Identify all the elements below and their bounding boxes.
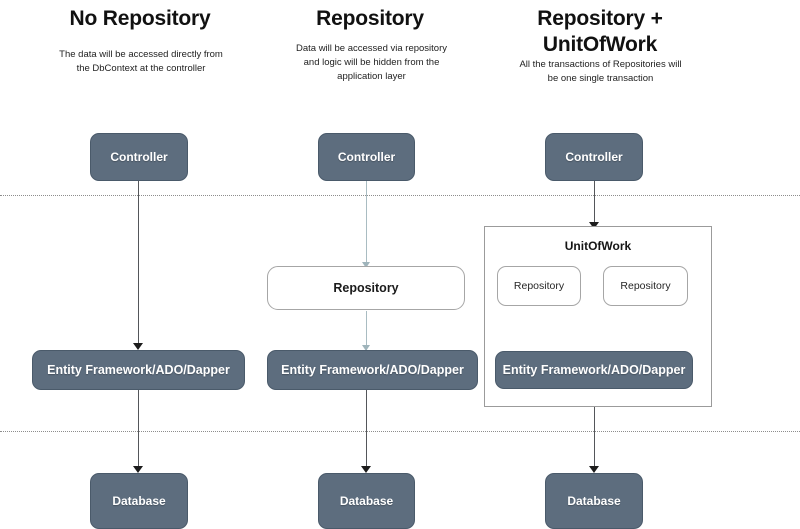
node-entity-framework-col1[interactable]: Entity Framework/ADO/Dapper — [32, 350, 245, 390]
arrowhead-controller-to-repository-col2 — [362, 262, 370, 268]
connector-controller-to-ef-col1 — [138, 180, 139, 344]
column-subtitle-no-repository: The data will be accessed directly from … — [59, 49, 223, 74]
node-database-col3[interactable]: Database — [545, 473, 643, 529]
arrowhead-ef-to-database-col2 — [361, 466, 371, 473]
arrowhead-controller-to-unitofwork-col3 — [589, 222, 599, 229]
arrowhead-controller-to-ef-col1 — [133, 343, 143, 350]
column-title-repository: Repository — [316, 7, 424, 30]
node-repository-1-col3[interactable]: Repository — [497, 266, 581, 306]
connector-repository-to-ef-col2 — [366, 311, 367, 352]
connector-ef-to-database-col2 — [366, 390, 367, 467]
column-title-no-repository: No Repository — [69, 7, 211, 30]
group-unitofwork-title: UnitOfWork — [564, 239, 632, 253]
connector-controller-to-unitofwork-col3 — [594, 180, 595, 226]
node-controller-col2[interactable]: Controller — [318, 133, 415, 181]
node-database-col2[interactable]: Database — [318, 473, 415, 529]
layer-divider-presentation — [0, 195, 800, 196]
arrowhead-repository-to-ef-col2 — [362, 345, 370, 351]
connector-unitofwork-to-database-col3 — [594, 406, 595, 467]
node-database-col1[interactable]: Database — [90, 473, 188, 529]
node-entity-framework-col2[interactable]: Entity Framework/ADO/Dapper — [267, 350, 478, 390]
column-subtitle-repository-unitofwork: All the transactions of Repositories wil… — [519, 59, 682, 84]
arrowhead-unitofwork-to-database-col3 — [589, 466, 599, 473]
layer-divider-data — [0, 431, 800, 432]
arrowhead-ef-to-database-col1 — [133, 466, 143, 473]
node-repository-col2[interactable]: Repository — [267, 266, 465, 310]
node-controller-col1[interactable]: Controller — [90, 133, 188, 181]
node-controller-col3[interactable]: Controller — [545, 133, 643, 181]
connector-controller-to-repository-col2 — [366, 180, 367, 264]
column-title-repository-unitofwork: Repository + UnitOfWork — [537, 7, 663, 56]
node-repository-2-col3[interactable]: Repository — [603, 266, 688, 306]
connector-ef-to-database-col1 — [138, 390, 139, 467]
column-subtitle-repository: Data will be accessed via repository and… — [295, 43, 447, 82]
node-entity-framework-col3[interactable]: Entity Framework/ADO/Dapper — [495, 351, 693, 389]
